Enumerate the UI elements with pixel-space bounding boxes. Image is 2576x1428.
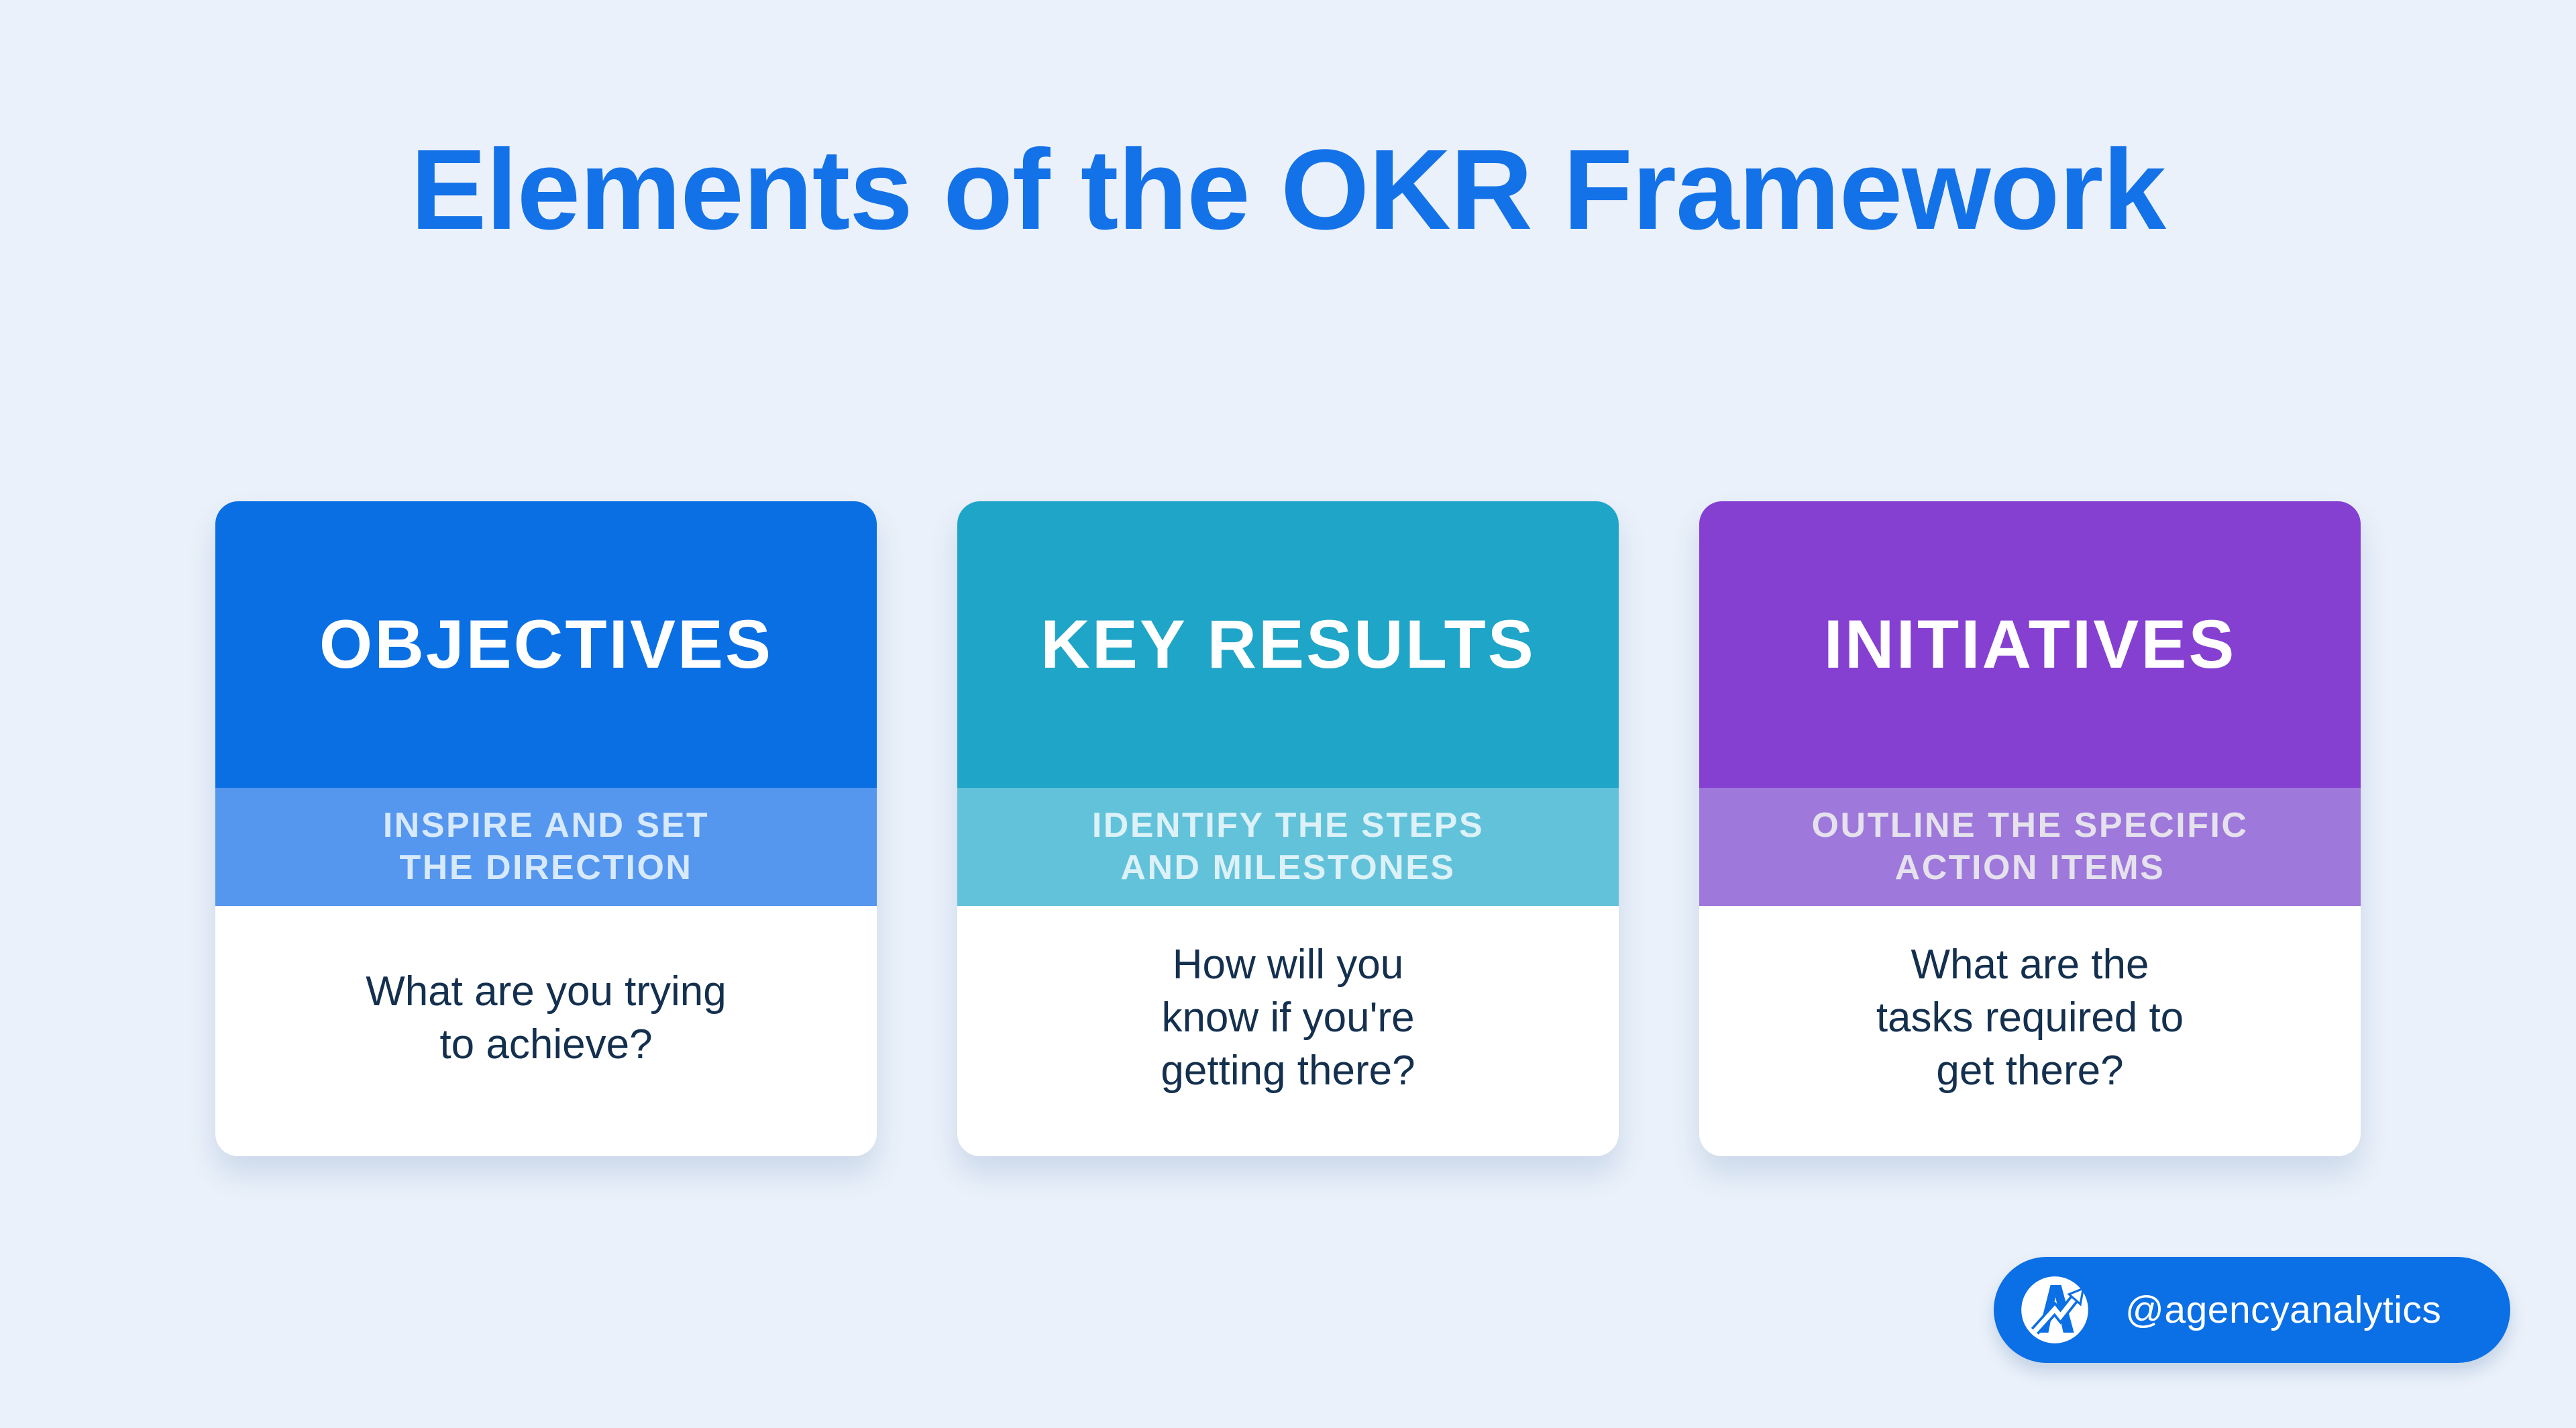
card-key-results-subtitle: IDENTIFY THE STEPS AND MILESTONES	[957, 788, 1619, 906]
subtitle-line: OUTLINE THE SPECIFIC	[1811, 805, 2249, 845]
question-line: How will you	[1172, 941, 1404, 988]
subtitle-line: IDENTIFY THE STEPS	[1091, 805, 1485, 845]
subtitle-line: INSPIRE AND SET	[382, 805, 710, 845]
agencyanalytics-logo-icon	[2021, 1276, 2088, 1343]
card-key-results-header: KEY RESULTS	[957, 501, 1619, 788]
brand-badge[interactable]: @agencyanalytics	[1994, 1257, 2510, 1363]
question-line: What are the	[1911, 941, 2149, 988]
card-key-results: KEY RESULTS IDENTIFY THE STEPS AND MILES…	[957, 501, 1619, 1156]
question-line: getting there?	[1161, 1047, 1415, 1094]
card-initiatives: INITIATIVES OUTLINE THE SPECIFIC ACTION …	[1699, 501, 2361, 1156]
cards-row: OBJECTIVES INSPIRE AND SET THE DIRECTION…	[0, 501, 2576, 1156]
brand-handle: @agencyanalytics	[2125, 1288, 2442, 1331]
question-line: know if you're	[1161, 994, 1415, 1041]
subtitle-line: ACTION ITEMS	[1894, 848, 2165, 887]
card-initiatives-question: What are the tasks required to get there…	[1699, 906, 2361, 1156]
page-title: Elements of the OKR Framework	[410, 126, 2166, 254]
question-line: tasks required to	[1876, 994, 2184, 1041]
subtitle-line: AND MILESTONES	[1120, 848, 1456, 887]
card-initiatives-subtitle: OUTLINE THE SPECIFIC ACTION ITEMS	[1699, 788, 2361, 906]
card-objectives-header: OBJECTIVES	[215, 501, 877, 788]
card-objectives-question: What are you trying to achieve?	[215, 906, 877, 1156]
subtitle-line: THE DIRECTION	[399, 848, 693, 887]
question-line: to achieve?	[439, 1021, 653, 1068]
card-objectives: OBJECTIVES INSPIRE AND SET THE DIRECTION…	[215, 501, 877, 1156]
card-objectives-subtitle: INSPIRE AND SET THE DIRECTION	[215, 788, 877, 906]
question-line: What are you trying	[366, 968, 727, 1015]
card-key-results-question: How will you know if you're getting ther…	[957, 906, 1619, 1156]
card-initiatives-header: INITIATIVES	[1699, 501, 2361, 788]
question-line: get there?	[1936, 1047, 2124, 1094]
